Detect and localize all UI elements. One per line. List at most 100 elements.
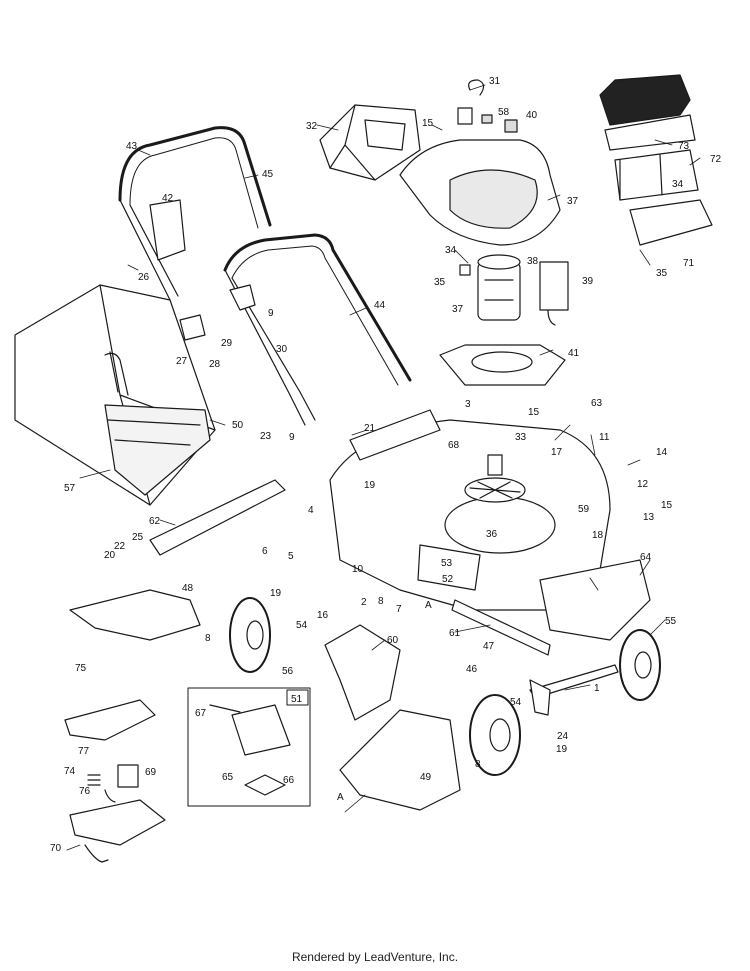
callout-12: 12 — [637, 479, 649, 490]
callout-labels: 31 58 40 32 15 73 72 34 43 45 42 37 26 3… — [50, 76, 722, 854]
callout-72: 72 — [710, 154, 722, 165]
lower-handle — [179, 233, 412, 426]
callout-59: 59 — [578, 504, 590, 515]
callout-65: 65 — [222, 772, 234, 783]
callout-27: 27 — [176, 356, 188, 367]
control-housing — [64, 699, 166, 863]
callout-38: 38 — [527, 256, 539, 267]
callout-44: 44 — [374, 300, 386, 311]
callout-8c: 8 — [475, 759, 481, 770]
callout-21: 21 — [364, 423, 376, 434]
callout-74: 74 — [64, 766, 76, 777]
callout-57: 57 — [64, 483, 76, 494]
callout-35b: 35 — [656, 268, 668, 279]
callout-3: 3 — [465, 399, 471, 410]
upper-handle — [118, 126, 272, 301]
callout-36: 36 — [486, 529, 498, 540]
callout-46: 46 — [466, 664, 478, 675]
callout-19b: 19 — [270, 588, 282, 599]
callout-47: 47 — [483, 641, 495, 652]
callout-77: 77 — [78, 746, 90, 757]
callout-20: 20 — [104, 550, 116, 561]
callout-14: 14 — [656, 447, 668, 458]
callout-73: 73 — [678, 141, 690, 152]
callout-13: 13 — [643, 512, 655, 523]
callout-67: 67 — [195, 708, 207, 719]
callout-41: 41 — [568, 348, 580, 359]
callout-7: 7 — [396, 604, 402, 615]
callout-52: 52 — [442, 574, 454, 585]
height-adjust — [149, 479, 619, 716]
callout-29: 29 — [221, 338, 233, 349]
callout-55: 55 — [665, 616, 677, 627]
inset-51 — [187, 687, 311, 807]
callout-54b: 54 — [510, 697, 522, 708]
callout-1: 1 — [594, 683, 600, 694]
callout-18: 18 — [592, 530, 604, 541]
battery-pack — [599, 74, 713, 246]
callout-69: 69 — [145, 767, 157, 778]
callout-15c: 15 — [661, 500, 673, 511]
callout-A: A — [425, 600, 432, 611]
callout-A2: A — [337, 792, 344, 803]
callout-49: 49 — [420, 772, 432, 783]
callout-6: 6 — [262, 546, 268, 557]
callout-32: 32 — [306, 121, 318, 132]
callout-62: 62 — [149, 516, 161, 527]
callout-15b: 15 — [528, 407, 540, 418]
callout-70: 70 — [50, 843, 62, 854]
callout-56: 56 — [282, 666, 294, 677]
callout-50: 50 — [232, 420, 244, 431]
callout-63: 63 — [591, 398, 603, 409]
callout-51: 51 — [291, 694, 303, 705]
callout-75: 75 — [75, 663, 87, 674]
callout-30: 30 — [276, 344, 288, 355]
battery-lid — [319, 104, 421, 181]
blade-fan — [464, 454, 526, 503]
callout-53: 53 — [441, 558, 453, 569]
callout-23: 23 — [260, 431, 272, 442]
discharge-chute — [324, 624, 461, 811]
callout-19c: 19 — [556, 744, 568, 755]
callout-17: 17 — [551, 447, 563, 458]
mower-deck — [329, 409, 651, 641]
callout-61: 61 — [449, 628, 461, 639]
callout-22: 22 — [114, 541, 126, 552]
callout-60: 60 — [387, 635, 399, 646]
callout-25: 25 — [132, 532, 144, 543]
top-cover — [399, 79, 561, 246]
exploded-view-drawing — [14, 74, 713, 863]
callout-37: 37 — [567, 196, 579, 207]
grass-bag — [14, 284, 216, 506]
callout-40: 40 — [526, 110, 538, 121]
callout-2: 2 — [361, 597, 367, 608]
callout-9: 9 — [268, 308, 274, 319]
callout-58: 58 — [498, 107, 510, 118]
callout-28: 28 — [209, 359, 221, 370]
callout-24: 24 — [557, 731, 569, 742]
callout-45: 45 — [262, 169, 274, 180]
callout-43: 43 — [126, 141, 138, 152]
callout-15: 15 — [422, 118, 434, 129]
callout-16: 16 — [317, 610, 329, 621]
motor-assembly — [459, 254, 569, 326]
leader-lines — [66, 84, 701, 851]
callout-34b: 34 — [445, 245, 457, 256]
callout-68: 68 — [448, 440, 460, 451]
render-credit: Rendered by LeadVenture, Inc. — [291, 950, 459, 964]
callout-19: 19 — [364, 480, 376, 491]
callout-39: 39 — [582, 276, 594, 287]
wheels — [229, 597, 661, 776]
callout-31: 31 — [489, 76, 501, 87]
callout-8b: 8 — [205, 633, 211, 644]
callout-26: 26 — [138, 272, 150, 283]
callout-48: 48 — [182, 583, 194, 594]
callout-4: 4 — [308, 505, 314, 516]
callout-11: 11 — [599, 432, 610, 443]
callout-76: 76 — [79, 786, 91, 797]
callout-71: 71 — [683, 258, 695, 269]
motor-mount — [439, 344, 566, 386]
callout-54: 54 — [296, 620, 308, 631]
callout-10: 10 — [352, 564, 364, 575]
